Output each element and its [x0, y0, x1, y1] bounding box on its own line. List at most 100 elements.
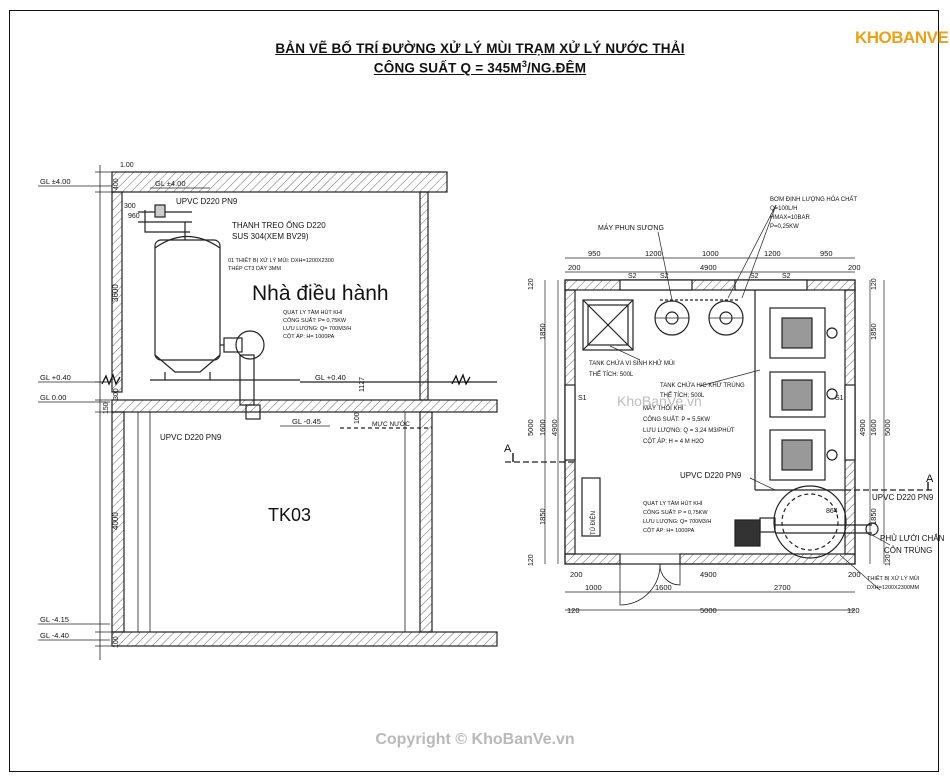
plan-dim-top-3: 1200 — [764, 249, 781, 258]
plan-right-dim-3: 1850 — [869, 508, 878, 525]
plan-right-dim-2: 1600 — [869, 419, 878, 436]
level-gl-040-left: GL +0.40 — [40, 373, 71, 382]
plan-odor-filter — [773, 485, 847, 559]
section-fan-label-1: QUẠT LY TÂM HÚT KHÍ — [283, 309, 343, 316]
level-gl-040-mid: GL +0.40 — [315, 373, 346, 382]
dim-3600: 3600 — [111, 284, 120, 302]
level-gl-top-left: GL ±4.00 — [40, 177, 71, 186]
plan-view — [505, 204, 935, 611]
dim-4000: 4000 — [111, 512, 120, 530]
plan-dim-bottom-2: 2700 — [774, 583, 791, 592]
section-a-right: A — [926, 473, 934, 485]
dosing-pump-1 — [769, 307, 826, 359]
floor-slab — [111, 399, 498, 413]
plan-right-dim-0: 120 — [871, 278, 878, 290]
section-view — [38, 165, 498, 660]
dosing-label-4: P=0,25KW — [770, 224, 799, 230]
watermark-text: KhoBanVe.vn — [617, 393, 702, 409]
right-wall — [419, 191, 429, 401]
plan-dim-top-1: 1200 — [645, 249, 662, 258]
room-label: Nhà điều hành — [252, 282, 389, 305]
electrical-cabinet — [581, 477, 601, 537]
cabinet-label: TỦ ĐIỆN — [589, 511, 597, 535]
microbe-tank-label-1: TANK CHỨA VI SINH KHỬ MÙI — [589, 360, 675, 367]
tank-right-wall — [419, 411, 433, 633]
level-gl-m440: GL -4.40 — [40, 631, 69, 640]
dim-960: 960 — [128, 213, 140, 220]
plan-dim-200c: 200 — [570, 570, 583, 579]
section-fan-label-2: CÔNG SUẤT: P= 0,75KW — [283, 317, 347, 324]
plan-left-total2: 5000 — [526, 419, 535, 436]
dim-864: 864 — [826, 508, 838, 515]
window-s2-3: S2 — [750, 273, 759, 280]
plan-left-dim-1: 1850 — [538, 323, 547, 340]
plan-dim-bottom-total: 5000 — [700, 606, 717, 615]
filter-label-1: 01 THIẾT BỊ XỬ LÝ MÙI: DXH=1200X2300 — [228, 257, 334, 264]
chem-tank-label-2: THỂ TÍCH: 500L — [660, 392, 705, 399]
mist-label: MÁY PHUN SƯƠNG — [598, 223, 664, 232]
blower-label-4: CỘT ÁP: H = 4 M H2O — [643, 438, 704, 445]
blower-label-1: MÁY THỔI KHÍ — [643, 405, 684, 412]
roof-slab — [111, 171, 448, 193]
plan-right-total: 4900 — [858, 419, 867, 436]
plan-dim-200d: 200 — [848, 570, 861, 579]
plan-labels: 950 1200 1000 1200 950 4900 200 200 S2 S… — [504, 196, 945, 615]
plan-left-total: 4900 — [550, 419, 559, 436]
plan-filter-label-1: THIẾT BỊ XỬ LÝ MÙI — [867, 575, 920, 582]
water-level-label: MỰC NƯỚC — [372, 419, 410, 428]
dim-300b: 300 — [113, 388, 120, 400]
window-s1-right: S1 — [835, 395, 844, 402]
pipe-bottom-label: UPVC D220 PN9 — [160, 433, 222, 442]
microbe-tank-label-2: THỂ TÍCH: 500L — [589, 371, 634, 378]
window-s2-2: S2 — [660, 273, 669, 280]
dim-100b: 100 — [354, 412, 361, 424]
plan-dim-top-2: 1000 — [702, 249, 719, 258]
dim-150: 150 — [103, 402, 110, 414]
plan-fan-label-2: CÔNG SUẤT: P = 0,75KW — [643, 509, 708, 516]
plan-dim-bottom-1: 1600 — [655, 583, 672, 592]
plan-fan-label-3: LƯU LƯỢNG: Q= 700M3/H — [643, 519, 711, 525]
dosing-label-1: BƠM ĐỊNH LƯỢNG HÓA CHẤT — [770, 196, 857, 203]
plan-left-dim-3: 1850 — [538, 508, 547, 525]
plan-right-dim-4: 120 — [885, 554, 892, 566]
khobanve-logo: KHOBANVE — [855, 28, 949, 47]
plan-dim-120-br: 120 — [847, 606, 860, 615]
section-labels: GL ±4.00 GL ±4.00 GL +0.40 GL +0.40 GL 0… — [40, 162, 410, 648]
level-gl-top-mid: GL ±4.00 — [155, 179, 186, 188]
blower-label-3: LƯU LƯỢNG: Q = 3,24 M3/PHÚT — [643, 427, 735, 434]
microbe-tank — [582, 299, 634, 351]
plan-right-total2: 5000 — [883, 419, 892, 436]
drawing-frame — [9, 10, 939, 772]
plan-left-dim-2: 1600 — [538, 419, 547, 436]
plan-dim-total: 4900 — [700, 263, 717, 272]
mesh-label-2: CÔN TRÙNG — [884, 546, 932, 555]
plan-filter-label-2: DXH=1200X2300MM — [867, 585, 920, 591]
left-wall — [111, 191, 123, 393]
level-gl-m045: GL -0.45 — [292, 417, 321, 426]
plan-dim-top-4: 950 — [820, 249, 833, 258]
dosing-label-3: HMAX=10BAR — [770, 215, 811, 221]
copyright-footer: Copyright © KhoBanVe.vn — [375, 731, 575, 748]
filter-label-2: THÉP CT3 DÀY 3MM — [228, 265, 281, 272]
window-s2-4: S2 — [782, 273, 791, 280]
section-fan-label-4: CỘT ÁP: H= 1000PA — [283, 333, 335, 340]
tank-bottom — [111, 631, 498, 647]
plan-dim-bottom-0: 1000 — [585, 583, 602, 592]
plan-fan-label-4: CỘT ÁP: H= 1000PA — [643, 527, 695, 534]
mesh-label-1: PHỦ LƯỚI CHẮN — [880, 534, 945, 543]
plan-fan-label-1: QUẠT LY TÂM HÚT KHÍ — [643, 500, 703, 507]
plan-right-dim-1: 1850 — [869, 323, 878, 340]
chem-tank-label-1: TANK CHỨA H/C KHỬ TRÙNG — [660, 382, 745, 389]
plan-dim-top-0: 950 — [588, 249, 601, 258]
plan-dim-120-bl: 120 — [567, 606, 580, 615]
fan-housing — [235, 330, 265, 360]
plan-pipe-label-2: UPVC D220 PN9 — [872, 493, 934, 502]
plan-dim-200a: 200 — [568, 263, 581, 272]
dim-100-top: 1.00 — [120, 162, 134, 169]
dim-300: 300 — [124, 203, 136, 210]
hanger-label-1: THANH TREO ỐNG D220 — [232, 220, 326, 230]
pipe-top-run — [144, 210, 190, 233]
drawing-title: BẢN VẼ BỐ TRÍ ĐƯỜNG XỬ LÝ MÙI TRẠM XỬ LÝ… — [275, 41, 685, 56]
